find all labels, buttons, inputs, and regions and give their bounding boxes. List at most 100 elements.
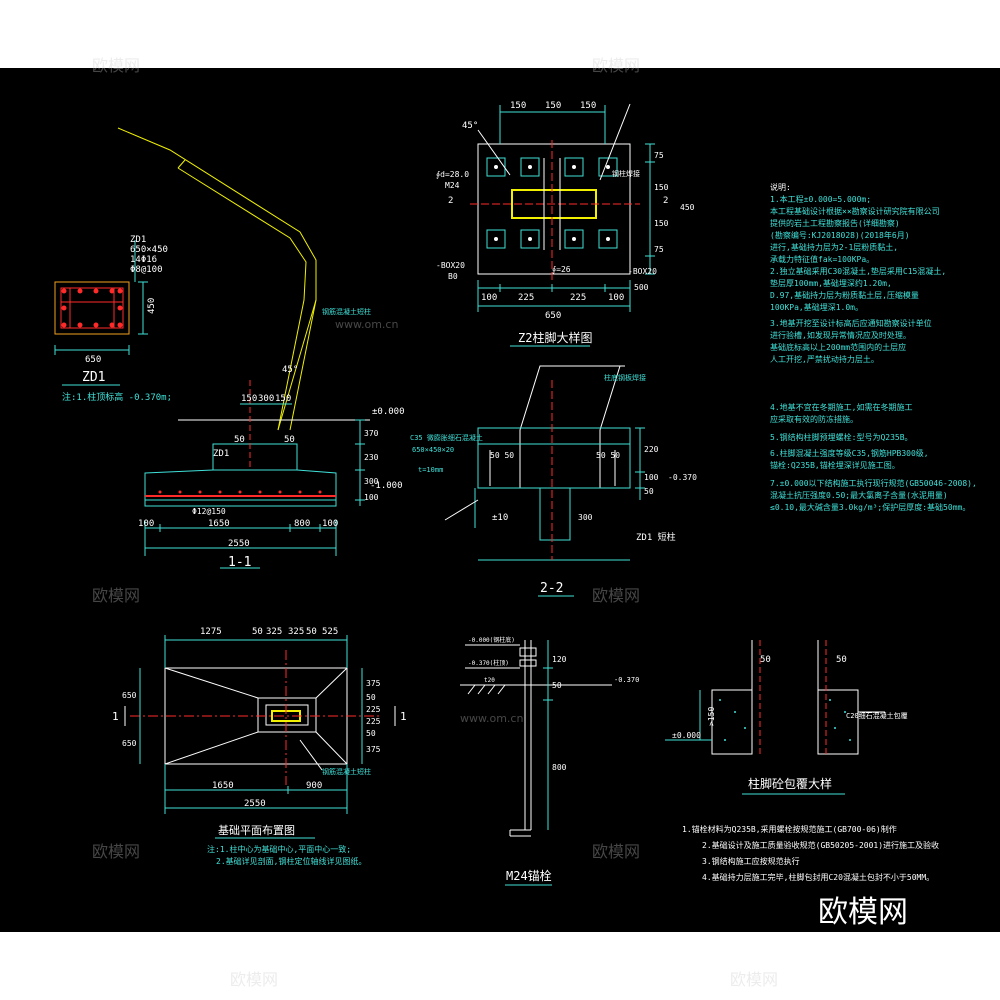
- ab-dim-120: 120: [552, 655, 567, 664]
- ab-title: M24锚栓: [506, 868, 552, 883]
- s22-concrete: C35 微膨胀细石混凝土: [410, 433, 483, 442]
- anchor-bolt: [460, 640, 612, 886]
- notes-line-14: 人工开挖,严禁扰动持力层土。: [770, 354, 879, 364]
- s11-dim-b3: 800: [294, 519, 310, 529]
- fp-dim-right-1: 375: [366, 679, 381, 688]
- z2-dim-r4: 75: [654, 245, 664, 254]
- fp-dim-top-2: 50: [252, 627, 263, 637]
- notes-line-16: 应采取有效的防冻措施。: [770, 414, 858, 424]
- z2-dim-top-3: 150: [580, 101, 596, 111]
- s22-dim-left: 50 50: [490, 451, 514, 460]
- cw-elev: ±0.000: [672, 731, 701, 740]
- fp-dim-left-2: 650: [122, 739, 137, 748]
- s11-title: 1-1: [228, 555, 251, 570]
- fp-dim-top-1: 1275: [200, 627, 222, 637]
- notes-line-17: 5.钢结构柱脚预埋螺栓:型号为Q235B。: [770, 432, 913, 442]
- s22-dim-r2: 100: [644, 473, 659, 482]
- watermark-tc: 欧模网: [592, 56, 641, 75]
- notes-line-10: 100KPa,基础埋深1.0m。: [770, 302, 863, 312]
- ab-elev: -0.370: [614, 676, 639, 684]
- fp-dim-top-6: 525: [322, 627, 338, 637]
- fp-dim-top-4: 325: [288, 627, 304, 637]
- s11-dim-b1: 100: [138, 519, 154, 529]
- zd1-dim-height: 450: [147, 298, 157, 314]
- watermark-ml: 欧模网: [92, 586, 141, 605]
- cw-dim-50a: 50: [760, 655, 771, 665]
- notes-line-4: (勘察编号:KJ2018028)(2018年6月): [770, 230, 910, 240]
- fp-note-1: 注:1.柱中心为基础中心,平面中心一致;: [207, 844, 351, 854]
- fp-dim-right-2: 50: [366, 693, 376, 702]
- fp-dim-left-1: 650: [122, 691, 137, 700]
- s11-dim-b4: 100: [322, 519, 338, 529]
- logo-text: 欧模网: [818, 895, 908, 930]
- watermark-foot-l: 欧模网: [230, 970, 279, 989]
- s11-rebar: Φ12@150: [192, 507, 226, 516]
- zd1-label-1: ZD1: [130, 235, 146, 245]
- fp-leader: 钢筋混凝土短柱: [322, 767, 371, 776]
- s11-angle: 45°: [282, 365, 298, 375]
- fp-title: 基础平面布置图: [218, 824, 295, 837]
- z2-box-right: -BOX20: [628, 267, 657, 276]
- section-1-1: [117, 127, 370, 569]
- s11-dim-total: 2550: [228, 539, 250, 549]
- s11-dim-b2: 1650: [208, 519, 230, 529]
- z2-leader-top: 钢柱焊接: [612, 169, 640, 178]
- s11-dim-r2: 230: [364, 453, 379, 462]
- notes-line-13: 基础底标高以上200mm范围内的土层应: [770, 342, 906, 352]
- bottom-note-1: 1.锚栓材料为Q235B,采用螺栓按规范施工(GB700-06)制作: [682, 824, 897, 834]
- zd1-dim-width: 650: [85, 355, 101, 365]
- zd1-label-4: Φ8@100: [130, 265, 163, 275]
- z2-label-d: ∮d=28.0: [436, 170, 469, 179]
- s22-plate: 650×450×20: [412, 446, 454, 454]
- ab-label-1: -0.000(钢柱底): [468, 636, 515, 644]
- bottom-note-4: 4.基础持力层施工完毕,柱脚包封用C20混凝土包封不小于50MM。: [702, 872, 934, 882]
- watermark-site-2: www.om.cn: [460, 712, 524, 725]
- bottom-note-2: 2.基础设计及施工质量验收规范(GB50205-2001)进行施工及验收: [702, 840, 939, 850]
- fp-dim-top-5: 50: [306, 627, 317, 637]
- z2-dim-b4: 100: [608, 293, 624, 303]
- notes-line-11: 3.地基开挖至设计标高后应通知勘察设计单位: [770, 318, 932, 328]
- s22-thick: t=10mm: [418, 466, 443, 474]
- bottom-notes: 1.锚栓材料为Q235B,采用螺栓按规范施工(GB700-06)制作 2.基础设…: [682, 824, 939, 882]
- z2-label-d26: ∮=26: [552, 265, 571, 274]
- column-wrap-detail: [665, 640, 885, 795]
- s11-leader: 钢筋混凝土短柱: [322, 307, 371, 316]
- notes-line-18: 6.柱脚混凝土强度等级C35,钢筋HPB300级,: [770, 448, 929, 458]
- notes-heading: 说明:: [770, 182, 791, 192]
- s22-dim-300: 300: [578, 513, 593, 522]
- z2-title: Z2柱脚大样图: [518, 330, 592, 345]
- z2-dim-b2: 225: [518, 293, 534, 303]
- zd1-note: 注:1.柱顶标高 -0.370m;: [62, 391, 172, 403]
- s22-title: 2-2: [540, 581, 563, 596]
- zd1-label-2: 650×450: [130, 245, 168, 255]
- s22-pm10: ±10: [492, 513, 508, 523]
- notes-line-6: 承载力特征值fak=100KPa。: [770, 254, 874, 264]
- s11-dim-r4: 100: [364, 493, 379, 502]
- notes-column: 说明: 1.本工程±0.000=5.000m; 本工程基础设计根据××勘察设计研…: [770, 182, 977, 512]
- s11-dim-50b: 50: [284, 435, 295, 445]
- z2-dim-r1: 75: [654, 151, 664, 160]
- bottom-note-3: 3.钢结构施工应按规范执行: [702, 856, 800, 866]
- s22-dim-r3: 50: [644, 487, 654, 496]
- watermark-bc: 欧模网: [592, 842, 641, 861]
- ab-dim-800: 800: [552, 763, 567, 772]
- fp-note-2: 2.基础详见剖面,钢柱定位轴线详见图纸。: [216, 856, 366, 866]
- z2-dim-500: 500: [634, 283, 649, 292]
- cw-title: 柱脚砼包覆大样: [748, 776, 832, 791]
- notes-line-3: 提供的岩土工程勘察报告(详细勘察): [770, 218, 900, 228]
- s11-dim-top-1: 150: [241, 394, 257, 404]
- cw-dim-50b: 50: [836, 655, 847, 665]
- ab-label-4: t20: [484, 677, 495, 684]
- notes-line-15: 4.地基不宜在冬期施工,如需在冬期施工: [770, 402, 912, 412]
- z2-dim-b1: 100: [481, 293, 497, 303]
- notes-line-9: D.97,基础持力层为粉质黏土层,压缩模量: [770, 290, 919, 300]
- s11-dim-top-3: 150: [275, 394, 291, 404]
- z2-dim-450: 450: [680, 203, 695, 212]
- notes-line-5: 进行,基础持力层为2-1层粉质黏土,: [770, 242, 898, 252]
- s11-dim-50a: 50: [234, 435, 245, 445]
- z2-dim-r3: 150: [654, 219, 669, 228]
- fp-dim-right-6: 375: [366, 745, 381, 754]
- zd1-label-3: 14Φ16: [130, 255, 157, 265]
- notes-line-22: ≤0.10,最大碱含量3.0kg/m³;保护层厚度:基础50mm。: [770, 502, 970, 512]
- foundation-plan: [124, 635, 396, 839]
